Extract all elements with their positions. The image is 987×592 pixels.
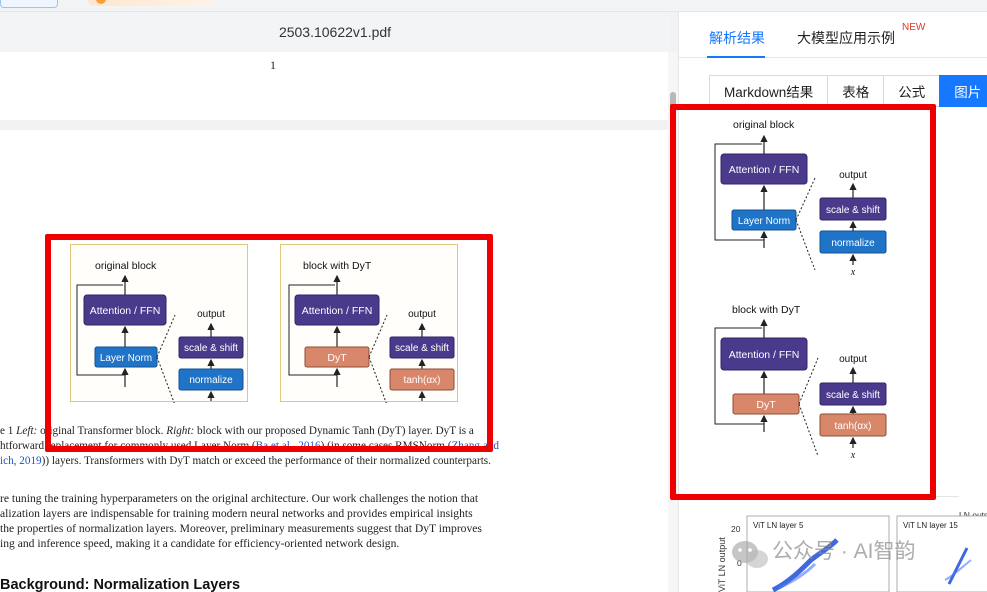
section-heading: Background: Normalization Layers — [0, 577, 241, 592]
plot-title-layer15: ViT LN layer 15 — [903, 521, 958, 530]
output-label: output — [839, 354, 867, 365]
normalize-label: normalize — [831, 238, 875, 249]
extracted-figure-diagram: original block Attention / FFN Layer Nor… — [714, 119, 887, 461]
panel-tabs: 解析结果 大模型应用示例 NEW — [679, 12, 987, 58]
original-block-diagram: original block Attention / FFN Layer Nor… — [76, 260, 244, 414]
body-line: the properties of normalization layers. … — [0, 522, 482, 535]
extracted-figure-image[interactable]: original block Attention / FFN Layer Nor… — [693, 119, 971, 484]
y-axis-label: ViT LN output — [717, 537, 727, 592]
segment-formulas[interactable]: 公式 — [883, 75, 941, 107]
scale-shift-label: scale & shift — [395, 343, 449, 354]
scale-shift-label: scale & shift — [826, 205, 880, 216]
diagram-title: block with DyT — [732, 304, 801, 316]
segment-markdown[interactable]: Markdown结果 — [709, 75, 829, 107]
input-x-label: x — [850, 267, 856, 278]
figure-dyt-block: block with DyT Attention / FFN DyT outpu… — [280, 244, 458, 414]
input-x-label: x — [850, 450, 856, 461]
diagram-title: original block — [95, 260, 157, 272]
attention-ffn-label: Attention / FFN — [90, 305, 161, 317]
extracted-image-ln-plots[interactable]: LN outp ViT LN output 20 0 ViT LN layer … — [709, 510, 987, 592]
plot-frame-layer15 — [896, 515, 987, 592]
caption-right-label: Right: — [166, 425, 195, 437]
dyt-label: DyT — [327, 352, 347, 364]
dyt-block-diagram: block with DyT Attention / FFN DyT outpu… — [288, 260, 455, 414]
attention-ffn-box — [720, 337, 808, 371]
highlight-box-pdf-figure — [45, 234, 493, 452]
attention-ffn-label: Attention / FFN — [729, 164, 800, 176]
scale-shift-box — [178, 336, 244, 359]
scale-shift-box — [819, 197, 887, 221]
body-line: ing and inference speed, making it a can… — [0, 537, 400, 550]
diagram-title: original block — [733, 120, 795, 131]
tab-parse-result[interactable]: 解析结果 — [709, 30, 765, 46]
caption-text: block with our proposed Dynamic Tanh (Dy… — [194, 425, 474, 437]
scale-shift-label: scale & shift — [826, 390, 880, 401]
page-number: 1 — [270, 58, 276, 72]
attention-ffn-box — [294, 294, 380, 326]
tab-llm-examples[interactable]: 大模型应用示例 — [797, 30, 895, 46]
highlight-box-extracted-image — [670, 104, 936, 500]
layer-norm-label: Layer Norm — [738, 216, 790, 227]
normalize-box — [819, 230, 887, 254]
caption-line-3: ich, 2019)) layers. Transformers with Dy… — [0, 454, 491, 469]
normalize-box — [178, 368, 244, 391]
caption-figure-label: e 1 — [0, 425, 17, 437]
layer-norm-label: Layer Norm — [100, 353, 152, 364]
caption-text: original Transformer block. — [37, 425, 167, 437]
tick-label: 20 — [731, 524, 741, 534]
attention-ffn-box — [83, 294, 167, 326]
dyt-label: DyT — [756, 399, 776, 411]
plot-title-layer5: ViT LN layer 5 — [753, 521, 804, 530]
attention-ffn-label: Attention / FFN — [302, 305, 373, 317]
body-line: alization layers are indispensable for t… — [0, 507, 473, 520]
scale-shift-box — [389, 336, 455, 359]
promo-icon — [96, 0, 106, 4]
scale-shift-box — [819, 382, 887, 406]
tanh-label: tanh(αx) — [404, 375, 441, 386]
figure-original-block: original block Attention / FFN Layer Nor… — [70, 244, 248, 414]
attention-ffn-label: Attention / FFN — [729, 349, 800, 361]
tanh-label: tanh(αx) — [835, 421, 872, 432]
caption-left-label: Left: — [16, 425, 38, 437]
new-badge: NEW — [902, 22, 926, 33]
top-toolbar — [0, 0, 987, 12]
pdf-page-1: 1 — [0, 52, 668, 120]
toolbar-button[interactable] — [0, 0, 58, 8]
tick-label: 0 — [737, 558, 742, 568]
active-tab-indicator — [707, 56, 765, 58]
ln-plots-preview: LN outp ViT LN output 20 0 ViT LN layer … — [717, 510, 987, 592]
output-label: output — [197, 309, 225, 320]
citation-link-zhang-year[interactable]: ich, 2019 — [0, 455, 42, 467]
tanh-box — [389, 368, 455, 391]
output-label: output — [839, 170, 867, 181]
output-label: output — [408, 309, 436, 320]
pdf-filename: 2503.10622v1.pdf — [0, 12, 670, 52]
wechat-logo-icon — [732, 541, 768, 568]
segment-images[interactable]: 图片 — [939, 75, 987, 107]
watermark-text: 公众号 · AI智韵 — [772, 540, 916, 563]
diagram-title: block with DyT — [303, 260, 372, 272]
toolbar-promo-button[interactable] — [88, 0, 214, 6]
caption-line-1: e 1 Left: original Transformer block. Ri… — [0, 424, 474, 439]
result-type-segmented-control: Markdown结果 表格 公式 图片 — [709, 75, 987, 107]
cut-title: LN outp — [959, 510, 987, 520]
scale-shift-label: scale & shift — [184, 343, 238, 354]
body-line: re tuning the training hyperparameters o… — [0, 492, 479, 505]
tanh-box — [819, 413, 887, 437]
normalize-label: normalize — [189, 375, 233, 386]
segment-tables[interactable]: 表格 — [827, 75, 885, 107]
attention-ffn-box — [720, 153, 808, 185]
caption-text: )) layers. Transformers with DyT match o… — [41, 455, 491, 467]
